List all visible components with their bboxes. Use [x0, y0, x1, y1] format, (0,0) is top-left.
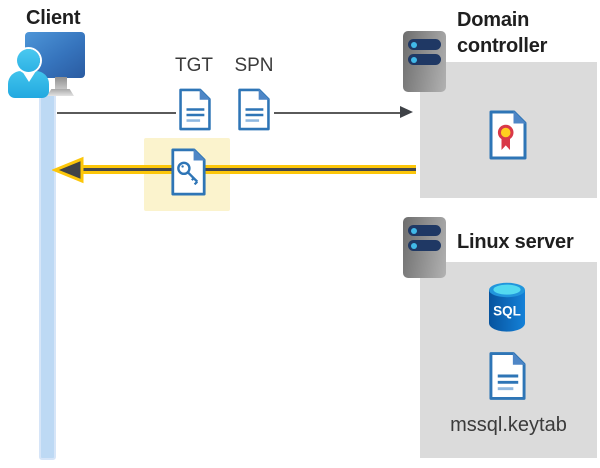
request-arrow-line-left — [57, 112, 176, 114]
certificate-icon — [489, 110, 527, 160]
response-arrow-line — [72, 165, 416, 174]
server-slot — [408, 39, 441, 50]
keytab-document-icon — [489, 352, 526, 400]
server-slot — [408, 54, 441, 65]
request-arrow-head-icon — [400, 106, 413, 118]
server-led — [411, 242, 417, 249]
server-slot — [408, 225, 441, 236]
keytab-filename-label: mssql.keytab — [450, 414, 567, 436]
linux-server-icon — [403, 217, 446, 278]
server-led — [411, 227, 417, 234]
monitor-stand-neck — [55, 77, 67, 90]
request-arrow-line-right — [274, 112, 401, 114]
sql-database-icon: SQL — [489, 282, 525, 332]
client-label: Client — [26, 7, 81, 29]
domain-controller-server-icon — [403, 31, 446, 92]
server-led — [411, 56, 417, 63]
client-user-head — [17, 49, 40, 72]
response-arrow-head-icon — [52, 156, 84, 184]
server-led — [411, 41, 417, 48]
tgt-label: TGT — [175, 55, 213, 76]
tgt-document-icon — [179, 88, 211, 131]
server-slot — [408, 240, 441, 251]
spn-document-icon — [238, 88, 270, 131]
monitor-stand-base — [47, 89, 74, 96]
key-document-icon — [171, 148, 206, 196]
sql-label: SQL — [493, 304, 521, 319]
spn-label: SPN — [234, 55, 274, 76]
domain-controller-label: Domain controller — [457, 9, 548, 57]
client-user-icon — [8, 71, 49, 98]
linux-server-label: Linux server — [457, 231, 574, 253]
client-lifeline — [39, 92, 56, 460]
